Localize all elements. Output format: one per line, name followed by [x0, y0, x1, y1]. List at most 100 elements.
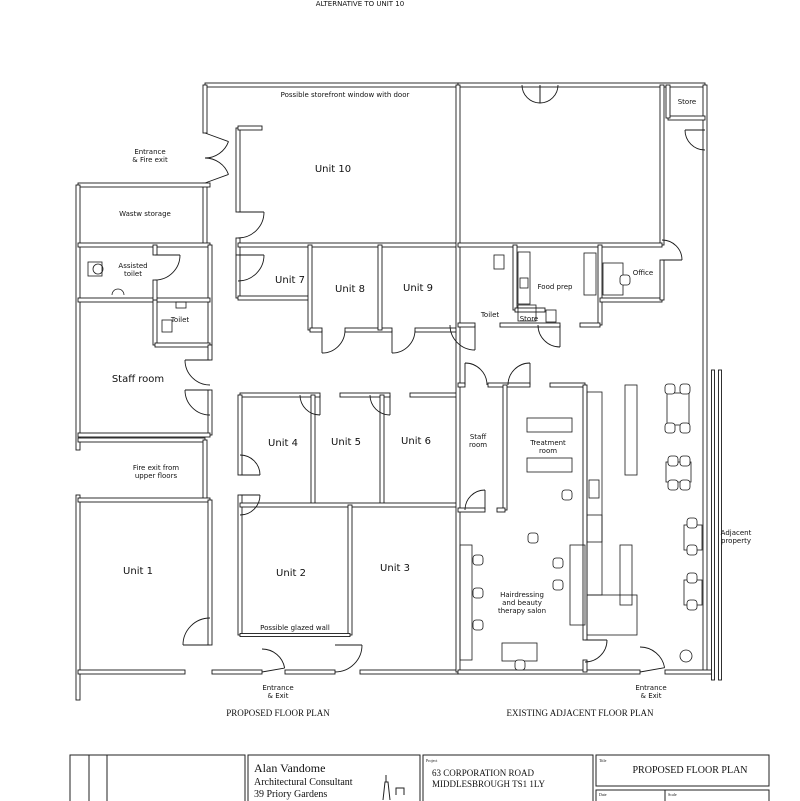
salon-label-2: and beauty	[502, 599, 542, 607]
door-swing	[261, 648, 286, 673]
wall	[235, 127, 241, 213]
wall	[154, 342, 211, 348]
wall	[237, 494, 243, 636]
door-swing	[239, 494, 261, 516]
consultant-role: Architectural Consultant	[254, 777, 353, 788]
wall	[457, 382, 466, 388]
chair	[561, 489, 573, 501]
round-table	[679, 649, 693, 663]
chair	[472, 554, 484, 566]
unit-5-label: Unit 5	[331, 437, 361, 448]
wall	[512, 244, 518, 311]
wall	[457, 507, 486, 513]
existing-caption: EXISTING ADJACENT FLOOR PLAN	[506, 708, 654, 718]
proposed-caption: PROPOSED FLOOR PLAN	[226, 708, 330, 718]
entrance-exit-label: Entrance	[635, 684, 666, 692]
wall	[457, 322, 476, 328]
wall	[152, 299, 158, 346]
chair	[679, 479, 691, 491]
door-swing	[464, 489, 486, 511]
chair	[514, 659, 526, 671]
door-swing	[684, 129, 706, 151]
project-address-line1: 63 CORPORATION ROAD	[432, 768, 535, 778]
wall	[77, 669, 186, 675]
wall	[711, 369, 715, 681]
chair	[552, 579, 564, 591]
door-swing	[204, 132, 229, 159]
chair	[686, 599, 698, 611]
chair	[527, 532, 539, 544]
treatment-bed	[526, 417, 573, 433]
wall	[75, 494, 81, 701]
assisted-toilet-label-2: toilet	[124, 270, 142, 278]
chair	[472, 619, 484, 631]
wall	[359, 669, 459, 675]
wall	[514, 307, 546, 313]
adjacent-property-label: Adjacent	[721, 529, 752, 537]
wall-mirror-counter	[459, 544, 473, 661]
treatment-bed	[526, 457, 573, 473]
chair	[679, 455, 691, 467]
door-swing	[182, 617, 211, 646]
office-label: Office	[633, 269, 653, 277]
door-swing	[299, 394, 321, 416]
project-address-line2: MIDDLESBROUGH TS1 1LY	[432, 779, 545, 789]
door-swing	[584, 639, 608, 663]
door-swing	[239, 454, 261, 476]
door-swing	[237, 211, 265, 239]
wall	[582, 659, 588, 673]
wall	[667, 115, 706, 121]
wall	[659, 84, 665, 246]
chair	[472, 587, 484, 599]
wall	[77, 297, 211, 303]
unit-6-label: Unit 6	[401, 436, 431, 447]
wall	[307, 244, 313, 331]
styling-counter	[569, 544, 586, 626]
chair	[686, 517, 698, 529]
salon-label: Hairdressing	[500, 591, 544, 599]
wall	[496, 507, 506, 513]
salon-label-3: therapy salon	[498, 607, 546, 615]
treatment-room-label: Treatment	[529, 439, 566, 447]
wall	[549, 382, 586, 388]
basin-icon	[175, 301, 187, 309]
wall	[207, 389, 213, 436]
door-swing	[464, 362, 488, 386]
counter-units	[586, 514, 603, 596]
wall	[309, 327, 323, 333]
wall	[597, 244, 603, 326]
store-top-label: Store	[678, 98, 697, 106]
basin-icon	[111, 288, 125, 296]
wall	[239, 633, 351, 637]
wall	[347, 504, 353, 636]
unit-10-label: Unit 10	[315, 164, 351, 175]
chair	[679, 422, 691, 434]
chair	[552, 557, 564, 569]
wall	[237, 242, 459, 248]
chair	[619, 274, 631, 286]
wall	[239, 392, 321, 398]
food-prep-label: Food prep	[538, 283, 573, 291]
wall	[310, 394, 316, 506]
wall	[718, 369, 722, 681]
unit-1-label: Unit 1	[123, 566, 153, 577]
door-swing	[321, 329, 346, 354]
adjacent-property-label-2: property	[721, 537, 751, 545]
wall	[414, 327, 459, 333]
wall	[502, 384, 508, 511]
wall	[204, 82, 459, 88]
wall	[237, 295, 311, 301]
wall	[237, 394, 243, 476]
wall	[202, 182, 208, 246]
unit-2-label: Unit 2	[276, 568, 306, 579]
wall	[77, 497, 211, 503]
door-swing	[237, 254, 265, 282]
door-swing	[391, 329, 416, 354]
date-label: Date	[599, 792, 607, 797]
kitchen-counter	[517, 251, 531, 305]
wall	[487, 382, 531, 388]
appliance-icon	[545, 309, 557, 323]
door-swing	[369, 394, 391, 416]
chair	[664, 383, 676, 395]
